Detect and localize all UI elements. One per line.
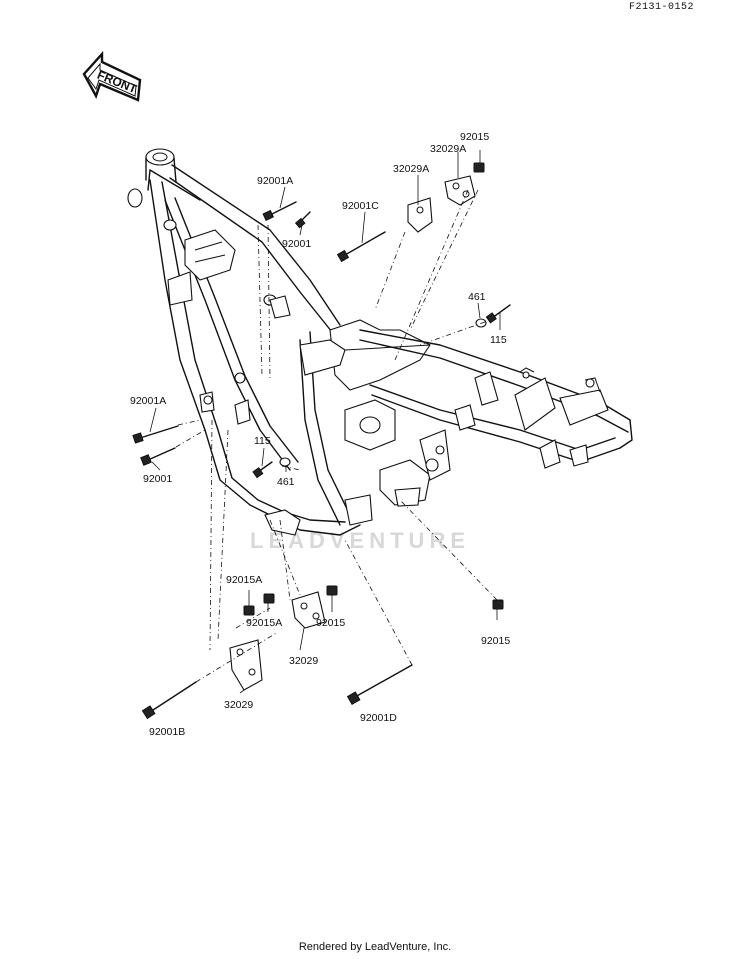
callout-115-mid: 115 (254, 435, 271, 447)
callout-92015-mid: 92015 (316, 617, 345, 629)
callout-461-right: 461 (468, 291, 486, 303)
footer-credit: Rendered by LeadVenture, Inc. (298, 941, 452, 953)
bolt-115-mid (252, 461, 273, 479)
bolt-92001-left (140, 447, 176, 466)
callout-92001A-top: 92001A (257, 175, 293, 187)
bolt-92001C (336, 231, 386, 263)
nut-92015A-b (263, 593, 275, 604)
callout-32029-mid: 32029 (289, 655, 318, 667)
callout-92001-left: 92001 (143, 473, 172, 485)
callout-92001C: 92001C (342, 200, 379, 212)
callout-92001B: 92001B (149, 726, 185, 738)
motorcycle-frame (127, 148, 633, 536)
bracket-32029-mid (291, 591, 326, 629)
callout-32029A-b: 32029A (393, 163, 429, 175)
bolt-92001-top (294, 211, 311, 229)
callout-32029A-a: 32029A (430, 143, 466, 155)
bolt-115-right (485, 304, 511, 324)
nut-92015-top (473, 162, 485, 173)
nut-92015-mid (326, 585, 338, 596)
bracket-32029A-right (444, 175, 476, 206)
callout-92015A-a: 92015A (226, 574, 262, 586)
callout-92001D: 92001D (360, 712, 397, 724)
bolt-92001B (141, 681, 197, 720)
callout-92001-top: 92001 (282, 238, 311, 250)
washer-461-mid (279, 457, 291, 467)
callout-115-right: 115 (490, 334, 507, 346)
callout-92015A-b: 92015A (246, 617, 282, 629)
hardware-parts (132, 162, 511, 720)
callout-92015-top: 92015 (460, 131, 489, 143)
callout-32029-low: 32029 (224, 699, 253, 711)
nut-92015A-a (243, 605, 255, 616)
leader-lines (149, 150, 501, 694)
diagram-code: F2131-0152 (628, 2, 694, 13)
callout-92015-right: 92015 (481, 635, 510, 647)
front-arrow-icon: FRONT (82, 50, 142, 102)
callout-labels: 92015 32029A 32029A 92001A 92001C 92001 … (130, 131, 510, 738)
bolt-92001D (346, 664, 413, 706)
callout-92001A-left: 92001A (130, 395, 166, 407)
bracket-32029A-left (407, 197, 433, 233)
bolt-92001A-top (262, 201, 297, 221)
bolt-92001A-left (132, 425, 179, 444)
bracket-32029-low (229, 639, 263, 691)
callout-461-mid: 461 (277, 476, 295, 488)
nut-92015-right (492, 599, 504, 610)
